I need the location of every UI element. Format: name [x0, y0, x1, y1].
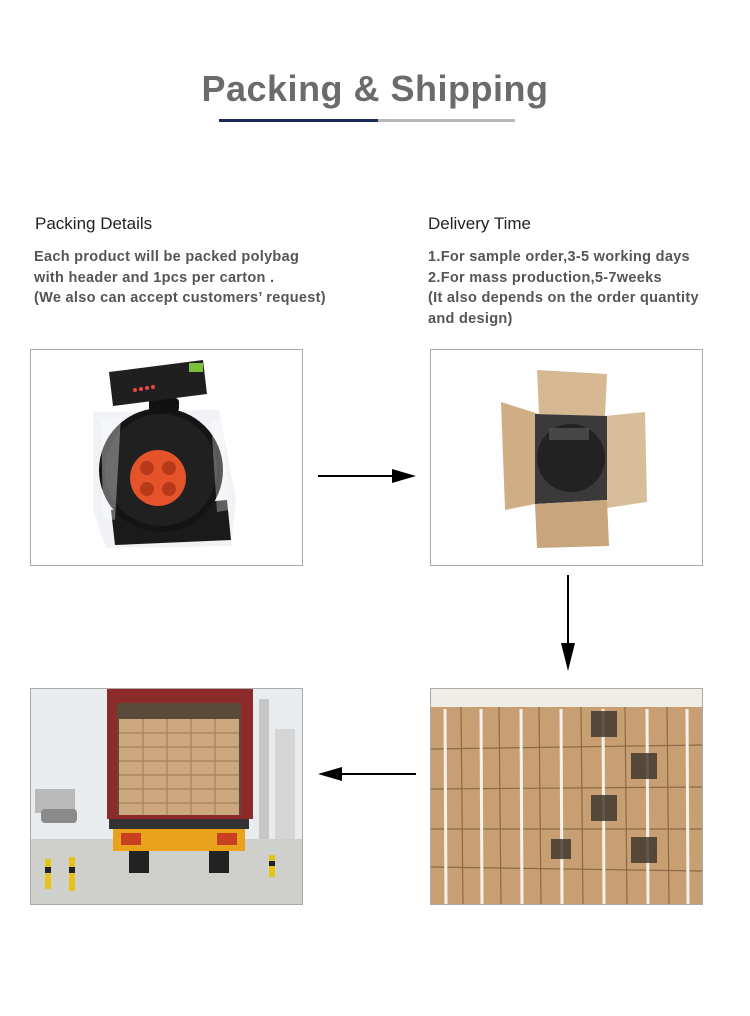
- packing-line-1: Each product will be packed polybag: [34, 249, 300, 265]
- arrow-left-icon: [318, 767, 416, 781]
- delivery-line-3: (It also depends on the order quantity: [428, 290, 699, 306]
- delivery-time-text: 1.For sample order,3-5 working days 2.Fo…: [428, 247, 699, 329]
- arrow-right-icon: [318, 469, 416, 483]
- page-title: Packing & Shipping: [201, 68, 549, 109]
- delivery-line-2: 2.For mass production,5-7weeks: [428, 269, 662, 286]
- arrow-down-icon: [561, 575, 575, 671]
- delivery-line-1: 1.For sample order,3-5 working days: [428, 249, 690, 265]
- title-underline-rest: [378, 119, 515, 122]
- packing-details-heading: Packing Details: [35, 214, 153, 233]
- title-underline-accent: [219, 119, 378, 122]
- warehouse-photo: [430, 688, 703, 905]
- carton-photo: [430, 349, 703, 566]
- packing-line-3: (We also can accept customers’ request): [34, 290, 326, 306]
- delivery-line-4: and design): [428, 310, 513, 327]
- packing-line-2: with header and 1pcs per carton .: [34, 269, 275, 286]
- packed-product-photo: [30, 349, 303, 566]
- packing-details-text: Each product will be packed polybag with…: [34, 247, 326, 309]
- delivery-time-heading: Delivery Time: [428, 214, 531, 233]
- container-loading-photo: [30, 688, 303, 905]
- title-underline: [219, 119, 515, 122]
